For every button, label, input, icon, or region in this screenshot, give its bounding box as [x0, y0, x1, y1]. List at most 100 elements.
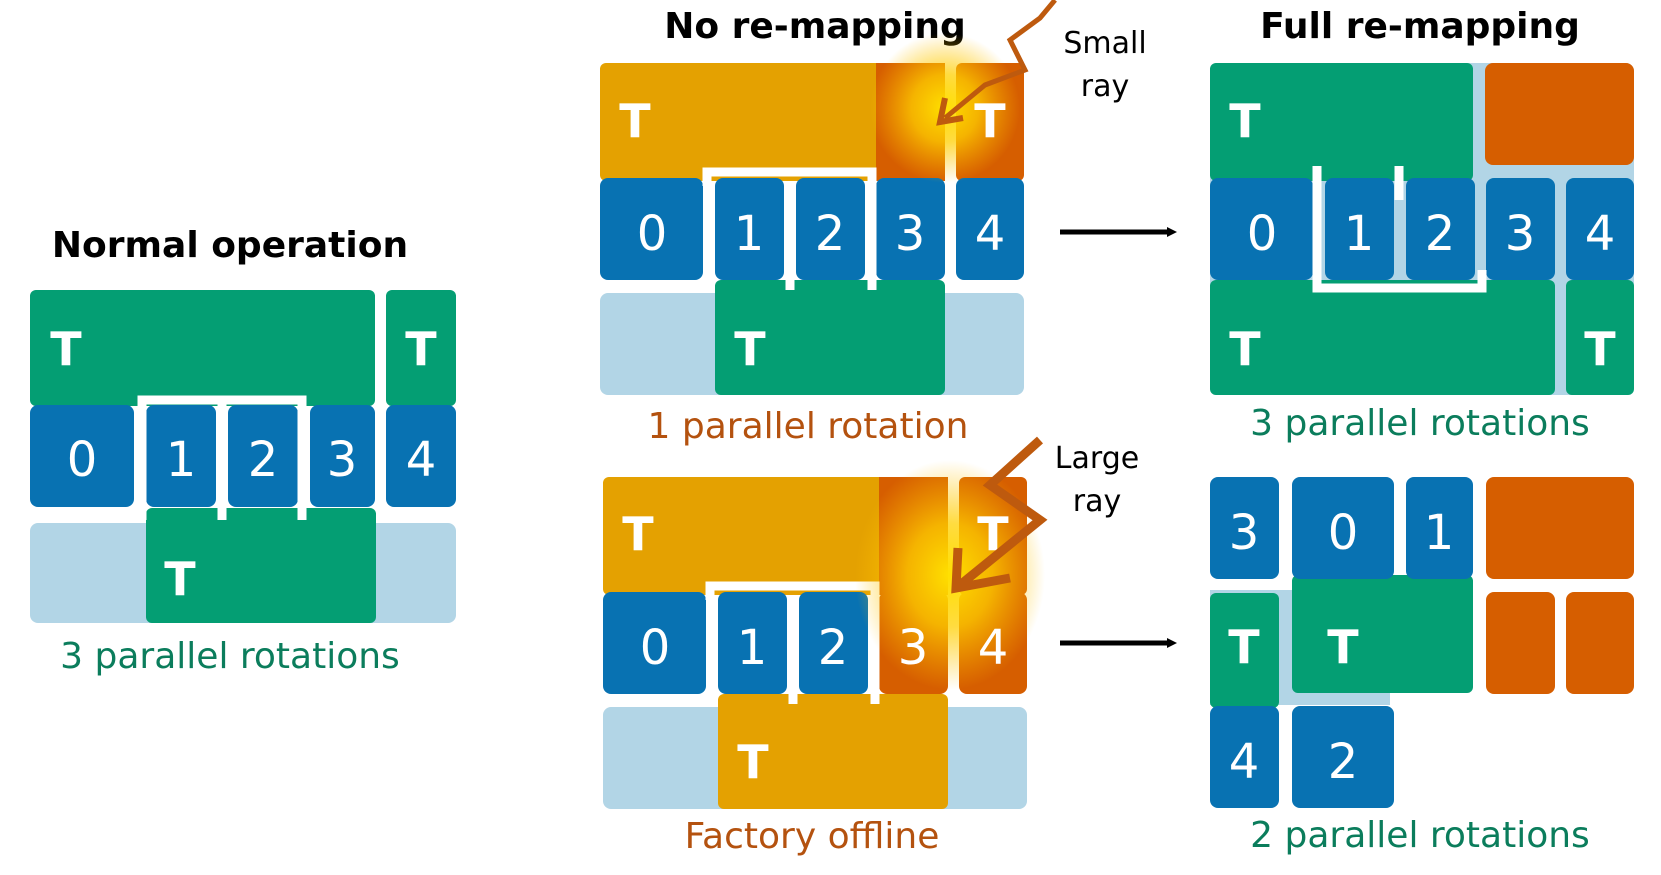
- routing-path: [137, 395, 307, 520]
- t-factory-label: T: [164, 552, 196, 606]
- t-factory-label: T: [734, 322, 766, 376]
- qubit-label: 3: [1505, 206, 1536, 262]
- qubit-tile: [715, 178, 784, 280]
- panel-no-remap-small-caption: 1 parallel rotation: [648, 406, 969, 447]
- qubit-tile: [1406, 178, 1475, 280]
- qubit-label: 4: [978, 620, 1009, 676]
- qubit-label: 1: [166, 432, 197, 488]
- qubit-tile: [603, 592, 706, 694]
- qubit-tile: [600, 178, 703, 280]
- qubit-label: 1: [1424, 505, 1455, 561]
- qubit-label: 3: [895, 206, 926, 262]
- qubit-label: 4: [1229, 734, 1260, 790]
- qubit-label: 0: [67, 432, 98, 488]
- qubit-tile: [1486, 178, 1555, 280]
- t-factory-label: T: [1228, 620, 1260, 674]
- damaged-region: [1485, 63, 1634, 165]
- t-factory-label: T: [1584, 322, 1616, 376]
- large-ray-label: ray: [1073, 484, 1121, 519]
- qubit-tile: [1292, 477, 1394, 579]
- qubit-tile: [1210, 477, 1279, 579]
- qubit-label: 3: [327, 432, 358, 488]
- t-factory-label: T: [622, 507, 654, 561]
- t-factory-label: T: [1229, 322, 1261, 376]
- qubit-label: 2: [818, 620, 849, 676]
- routing-path: [1312, 166, 1487, 293]
- small-ray-arrowhead: [936, 97, 964, 126]
- panel-no-remap-large: 0 1 2 3 4 T T T Large ray Factory offlin…: [603, 436, 1139, 857]
- qubit-tile: [146, 405, 216, 507]
- panel-full-remap-large-caption: 2 parallel rotations: [1250, 815, 1590, 856]
- qubit-label: 2: [1425, 206, 1456, 262]
- qubit-label: 0: [637, 206, 668, 262]
- panel-full-remap-small-caption: 3 parallel rotations: [1250, 403, 1590, 444]
- qubit-tile: [956, 178, 1024, 280]
- qubit-tile: [310, 405, 375, 507]
- qubit-label: 3: [898, 620, 929, 676]
- panel-full-remap-small: Full re-mapping 0 1 2 3 4 T T T 3 parall…: [1210, 6, 1634, 444]
- ray-impact-glow: [855, 460, 1045, 690]
- t-factory-bottom: [146, 508, 376, 623]
- small-ray-label: ray: [1081, 69, 1129, 104]
- qubit-tile: [796, 178, 865, 280]
- t-factory-small: [1210, 593, 1279, 708]
- panel-normal-caption: 3 parallel rotations: [60, 636, 400, 677]
- qubit-tile: [799, 592, 868, 694]
- t-factory-bottom-large: [1210, 280, 1555, 395]
- qubit-label: 3: [1229, 505, 1260, 561]
- t-factory-label: T: [1327, 620, 1359, 674]
- qubit-label: 2: [248, 432, 279, 488]
- qubit-label: 1: [734, 206, 765, 262]
- qubit-tile: [1210, 706, 1279, 808]
- panel-no-remap-small: No re-mapping 0 1 2 3 4 T T T Small ray …: [600, 0, 1147, 447]
- qubit-tile: [1210, 178, 1313, 280]
- panel-normal: Normal operation 0 1 2 3 4 T T T 3 paral…: [30, 225, 456, 677]
- small-ray-path: [943, 0, 1057, 120]
- qubit-label: 4: [406, 432, 437, 488]
- panel-full-remap-large: 3 0 1 4 2 T T 2 parallel rotations: [1210, 477, 1634, 856]
- qubit-label: 2: [815, 206, 846, 262]
- qubit-label: 4: [1585, 206, 1616, 262]
- qubit-label: 0: [1328, 505, 1359, 561]
- large-ray-label: Large: [1055, 441, 1139, 476]
- qubit-label: 1: [1344, 206, 1375, 262]
- damaged-region: [1486, 477, 1634, 579]
- t-factory-label: T: [974, 94, 1006, 148]
- t-factory-top-small: [386, 290, 456, 406]
- t-factory-label: T: [1229, 94, 1261, 148]
- qubit-tile: [1566, 178, 1634, 280]
- t-factory-top-idle: [600, 63, 945, 181]
- qubit-tile: [386, 405, 456, 507]
- t-factory-label: T: [619, 94, 651, 148]
- t-factory-bottom-small: [1566, 280, 1634, 395]
- large-ray-arrowhead: [951, 547, 1011, 594]
- qubit-tile: [1406, 477, 1473, 579]
- t-factory-top-large: [30, 290, 375, 406]
- t-factory-label: T: [737, 735, 769, 789]
- t-factory-bottom-offline: [718, 694, 948, 809]
- t-factory-large: [1292, 575, 1473, 693]
- t-factory-bottom: [715, 280, 945, 395]
- qubit-tile: [1325, 178, 1394, 280]
- small-ray-label: Small: [1063, 26, 1146, 61]
- qubit-label: 0: [640, 620, 671, 676]
- panel-full-remap-title: Full re-mapping: [1260, 6, 1580, 47]
- routing-path: [702, 167, 877, 290]
- qubit-tile: [30, 405, 134, 507]
- qubit-label: 2: [1328, 734, 1359, 790]
- damaged-region: [1486, 592, 1555, 694]
- qubit-label: 1: [737, 620, 768, 676]
- damaged-region: [1566, 592, 1634, 694]
- qubit-label: 0: [1247, 206, 1278, 262]
- qubit-tile: [876, 178, 945, 280]
- qubit-tile: [718, 592, 787, 694]
- panel-normal-title: Normal operation: [52, 225, 408, 266]
- large-ray-path: [957, 436, 1048, 589]
- t-factory-label: T: [50, 322, 82, 376]
- qubit-label: 4: [975, 206, 1006, 262]
- qubit-tile: [228, 405, 298, 507]
- qubit-tile: [1292, 706, 1394, 808]
- t-factory-label: T: [405, 322, 437, 376]
- panel-no-remap-large-caption: Factory offline: [685, 816, 940, 857]
